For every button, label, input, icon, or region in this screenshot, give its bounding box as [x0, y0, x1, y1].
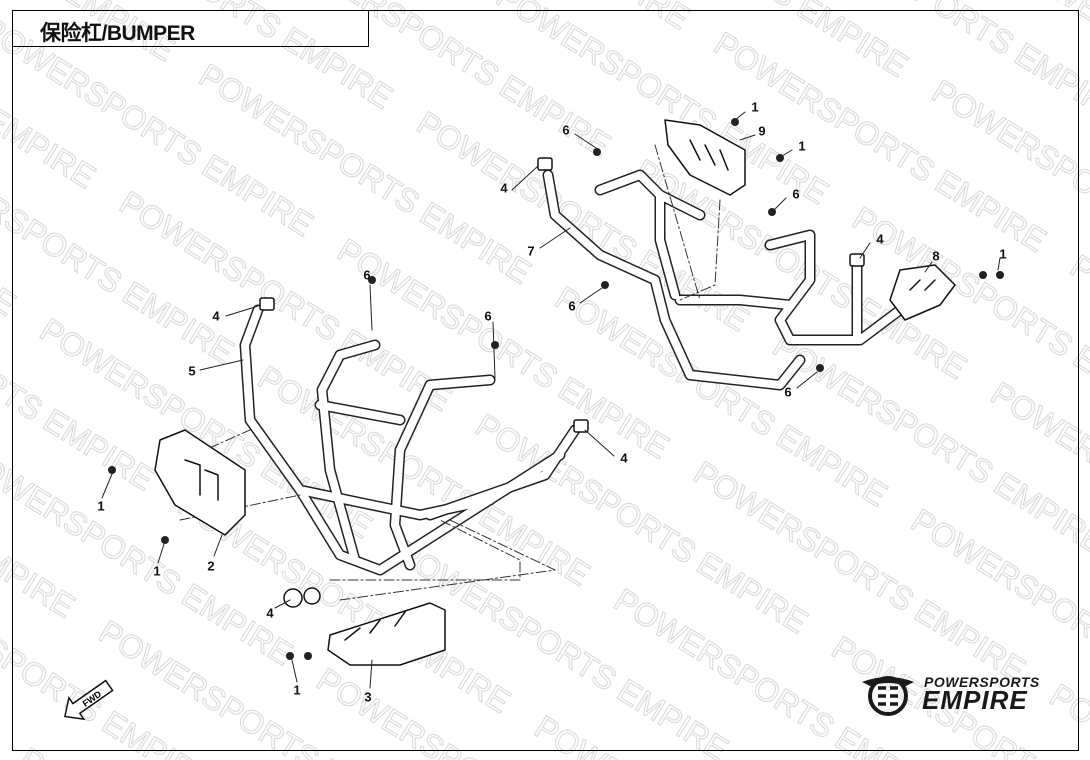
- callout: 4: [876, 231, 884, 247]
- callout: 1: [798, 138, 806, 154]
- callout: 6: [784, 384, 792, 400]
- callout: 4: [266, 605, 274, 621]
- callout: 6: [568, 298, 576, 314]
- callout: 5: [188, 363, 196, 379]
- callout: 6: [562, 122, 570, 138]
- logo-line2: EMPIRE: [922, 685, 1028, 715]
- callout: 3: [364, 689, 372, 705]
- callout: 8: [932, 248, 940, 264]
- callout: 4: [620, 450, 628, 466]
- callout: 4: [212, 308, 220, 324]
- callout: 7: [527, 243, 535, 259]
- callout: 1: [153, 563, 161, 579]
- brand-logo: POWERSPORTS EMPIRE: [860, 670, 1060, 720]
- callout: 1: [293, 682, 301, 698]
- page-title: 保险杠/BUMPER: [40, 22, 195, 45]
- drawing-border: [12, 10, 1079, 751]
- title-box: [12, 10, 369, 47]
- callout: 1: [999, 246, 1007, 262]
- callout: 1: [97, 498, 105, 514]
- fwd-arrow-icon: FWD: [63, 679, 114, 721]
- callout: 6: [792, 186, 800, 202]
- callout: 4: [500, 180, 508, 196]
- logo-line1: POWERSPORTS: [924, 674, 1040, 690]
- callout: 2: [207, 558, 215, 574]
- wing-emblem-icon: [862, 676, 914, 716]
- callout: 9: [758, 123, 766, 139]
- callout: 6: [484, 308, 492, 324]
- skid-plate: [154, 119, 956, 666]
- callout: 1: [751, 99, 759, 115]
- callout: 6: [363, 267, 371, 283]
